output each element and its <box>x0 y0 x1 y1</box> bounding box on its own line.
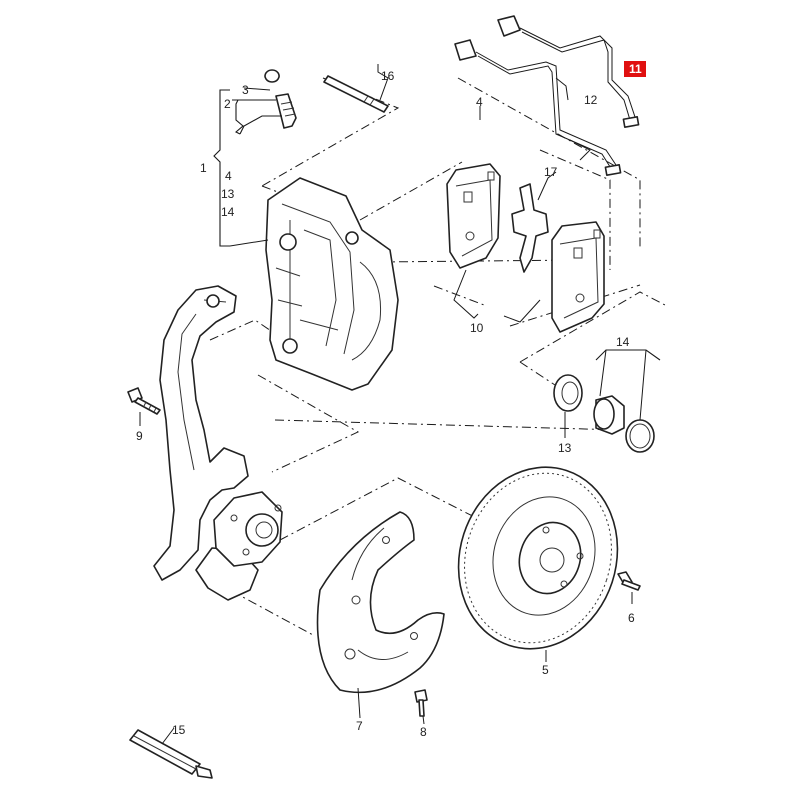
brake-disc-part-5 <box>457 466 619 650</box>
highlighted-callout-11: 11 <box>624 61 646 77</box>
brake-pad-rear-part-10 <box>551 221 605 333</box>
callout-13-group: 13 <box>221 187 235 201</box>
screw-part-8 <box>414 689 428 717</box>
callout-labels: 1 2 3 4 13 14 16 4 12 17 10 14 9 13 6 5 … <box>136 69 635 739</box>
bleed-screw-part-2-3 <box>264 69 297 129</box>
callout-3: 3 <box>242 83 249 97</box>
callout-15: 15 <box>172 723 186 737</box>
callout-4-group: 4 <box>225 169 232 183</box>
brake-caliper <box>265 177 399 391</box>
callout-11: 11 <box>629 62 642 76</box>
callout-13: 13 <box>558 441 572 455</box>
leader-lines <box>139 64 661 745</box>
callout-16: 16 <box>381 69 395 83</box>
seal-part-13 <box>553 374 583 412</box>
callout-12: 12 <box>584 93 598 107</box>
grease-tube-part-15 <box>129 729 213 779</box>
disc-screw-part-6 <box>617 571 641 591</box>
callout-1: 1 <box>200 161 207 175</box>
wear-sensor-part-11 <box>454 15 640 176</box>
piston-part-14 <box>593 395 625 435</box>
spreader-spring-part-17 <box>511 183 549 273</box>
bolt-part-9 <box>127 387 161 415</box>
callout-8: 8 <box>420 725 427 739</box>
splash-shield-part-7 <box>316 511 445 694</box>
callout-14-group: 14 <box>221 205 235 219</box>
piston-ring-part-14 <box>625 419 655 453</box>
wheel-hub <box>213 491 283 567</box>
callout-10: 10 <box>470 321 484 335</box>
callout-9: 9 <box>136 429 143 443</box>
brake-pad-front-part-10 <box>446 163 501 269</box>
callout-5: 5 <box>542 663 549 677</box>
callout-2: 2 <box>224 97 231 111</box>
callout-17: 17 <box>544 165 558 179</box>
callout-11-highlight-box <box>624 61 646 77</box>
callout-4: 4 <box>476 95 483 109</box>
callout-6: 6 <box>628 611 635 625</box>
callout-7: 7 <box>356 719 363 733</box>
guide-pin-part-16 <box>323 75 389 113</box>
callout-14: 14 <box>616 335 630 349</box>
